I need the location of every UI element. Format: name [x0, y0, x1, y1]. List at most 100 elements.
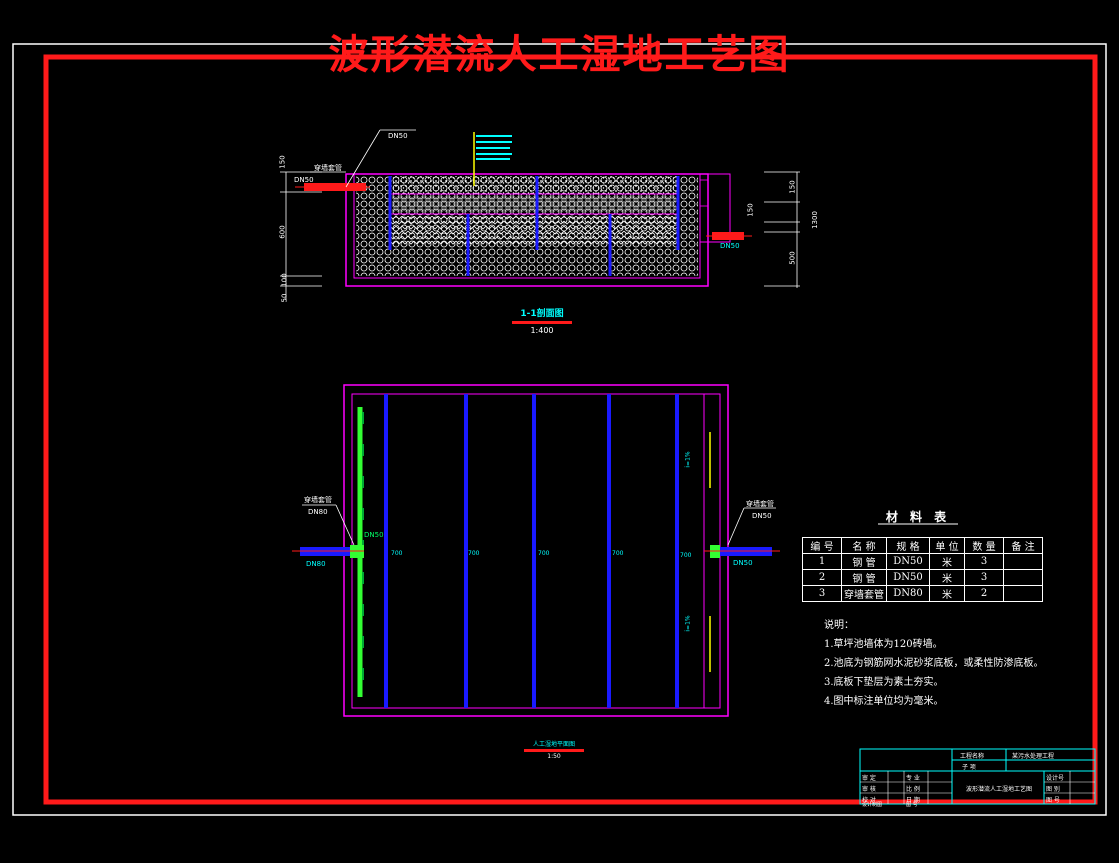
- baffle-label: 700: [391, 550, 403, 557]
- note-item: 1.草坪池墙体为120砖墙。: [824, 639, 943, 650]
- tb-role: 审 核: [862, 786, 876, 793]
- plan-outlet-label: 穿墙套管: [746, 500, 774, 508]
- cell: 钢 管: [841, 569, 887, 586]
- plan-caption: 人工湿地平面图: [532, 741, 575, 748]
- tb-role: 设计制图: [862, 802, 883, 808]
- layer-fine-sand: [390, 196, 678, 212]
- title-block-frame: [859, 748, 1096, 805]
- tb-right-label: 设计号: [1046, 775, 1065, 782]
- cell: [1003, 585, 1043, 602]
- drawing-title: 波形潜流人工湿地工艺图: [328, 31, 791, 78]
- cell: DN50: [886, 569, 930, 586]
- cell: [1003, 569, 1043, 586]
- section-outlet-inner: [699, 179, 709, 207]
- dim-left-2: 600: [278, 225, 287, 239]
- notes-heading: 说明：: [824, 620, 854, 631]
- section-inlet-size: DN50: [294, 176, 314, 184]
- slope-bottom-label: i=1%: [684, 615, 692, 632]
- leader-line: [345, 129, 381, 188]
- baffle-label: 700: [680, 552, 692, 559]
- plan-caption-underline: [524, 749, 584, 752]
- cell: 2: [964, 585, 1004, 602]
- cell: DN50: [886, 553, 930, 570]
- baffle-label: 700: [612, 550, 624, 557]
- tb-right-label: 图 别: [1046, 786, 1060, 793]
- section-caption-underline: [512, 321, 572, 324]
- table-row: 2 钢 管 DN50 米 3: [802, 569, 1043, 586]
- dim-right-4: 1300: [810, 211, 819, 229]
- section-inlet-label: 穿墙套管: [314, 164, 342, 172]
- section-view: [280, 129, 800, 324]
- header-cell: 规 格: [886, 537, 930, 554]
- baffle-label: 700: [468, 550, 480, 557]
- tb-role-right: 日 期: [906, 797, 920, 804]
- tb-project-name: 某污水处理工程: [1012, 753, 1055, 760]
- dim-right-3: 500: [788, 251, 797, 265]
- tb-role-right: 比 例: [906, 786, 920, 793]
- tb-role-right: 专 业: [906, 775, 920, 782]
- red-frame: [43, 54, 1098, 805]
- plan-outlet-size: DN50: [752, 512, 772, 520]
- cell: 米: [929, 585, 965, 602]
- plan-view: [292, 384, 780, 752]
- tb-role-right: 图 号: [906, 802, 918, 808]
- layer-top-speck: [390, 176, 678, 194]
- title-block-grid: [860, 771, 1095, 804]
- table-row: 1 钢 管 DN50 米 3: [802, 553, 1043, 570]
- leader-line: [727, 507, 745, 546]
- cell: 钢 管: [841, 553, 887, 570]
- plan-inlet-label: 穿墙套管: [304, 496, 332, 504]
- cell: 2: [802, 569, 842, 586]
- cell: DN80: [886, 585, 930, 602]
- cell: 米: [929, 553, 965, 570]
- tb-role: 审 定: [862, 775, 876, 782]
- tb-subproject-label: 子 项: [962, 764, 976, 771]
- material-table-title: 材 料 表: [885, 510, 951, 524]
- plan-inlet-bottom-size: DN80: [306, 560, 326, 568]
- cell: 1: [802, 553, 842, 570]
- material-table: 编 号 名 称 规 格 单 位 数 量 备 注 1 钢 管 DN50 米 3 2…: [802, 537, 1043, 602]
- cell: 3: [802, 585, 842, 602]
- section-top-pipe-label: DN50: [388, 132, 408, 140]
- tb-drawing-name: 波形潜流人工湿地工艺图: [966, 786, 1033, 793]
- dim-right-1: 150: [788, 180, 797, 194]
- dim-left-1: 150: [278, 155, 287, 169]
- slope-top-label: i=1%: [684, 451, 692, 468]
- note-item: 2.池底为钢筋网水泥砂浆底板，或柔性防渗底板。: [824, 658, 1044, 669]
- tb-role: 校 对: [862, 797, 876, 804]
- plan-outlet-pipe-size: DN50: [733, 559, 753, 567]
- header-cell: 编 号: [802, 537, 842, 554]
- section-outlet-box: [699, 173, 731, 243]
- dim-right-2: 150: [746, 203, 755, 217]
- header-cell: 名 称: [841, 537, 887, 554]
- notes: 说明： 1.草坪池墙体为120砖墙。 2.池底为钢筋网水泥砂浆底板，或柔性防渗底…: [824, 616, 1094, 711]
- section-caption: 1-1剖面图: [520, 309, 564, 319]
- tb-right-label: 图 号: [1046, 797, 1060, 804]
- cell: 米: [929, 569, 965, 586]
- title-block-border: [859, 748, 1096, 805]
- section-outlet-size: DN50: [720, 242, 740, 250]
- cell: 3: [964, 569, 1004, 586]
- note-item: 4.图中标注单位均为毫米。: [824, 696, 944, 707]
- cell: 3: [964, 553, 1004, 570]
- plan-inlet-size: DN80: [308, 508, 328, 516]
- header-cell: 数 量: [964, 537, 1004, 554]
- cell: 穿墙套管: [841, 585, 887, 602]
- table-row: 3 穿墙套管 DN80 米 2: [802, 585, 1043, 602]
- cell: [1003, 553, 1043, 570]
- dim-left-3: 100: [280, 273, 289, 287]
- material-table-header: 编 号 名 称 规 格 单 位 数 量 备 注: [802, 537, 1043, 554]
- header-cell: 单 位: [929, 537, 965, 554]
- layer-soil: [390, 216, 678, 246]
- dim-left-4: 50: [280, 293, 289, 303]
- plan-scale: 1:50: [547, 753, 561, 760]
- note-item: 3.底板下垫层为素土夯实。: [824, 677, 944, 688]
- baffle-label: 700: [538, 550, 550, 557]
- outer-border: [12, 43, 1107, 816]
- leader-line: [335, 504, 355, 546]
- tb-project-label: 工程名称: [960, 753, 985, 760]
- section-scale: 1:400: [530, 326, 554, 335]
- header-cell: 备 注: [1003, 537, 1043, 554]
